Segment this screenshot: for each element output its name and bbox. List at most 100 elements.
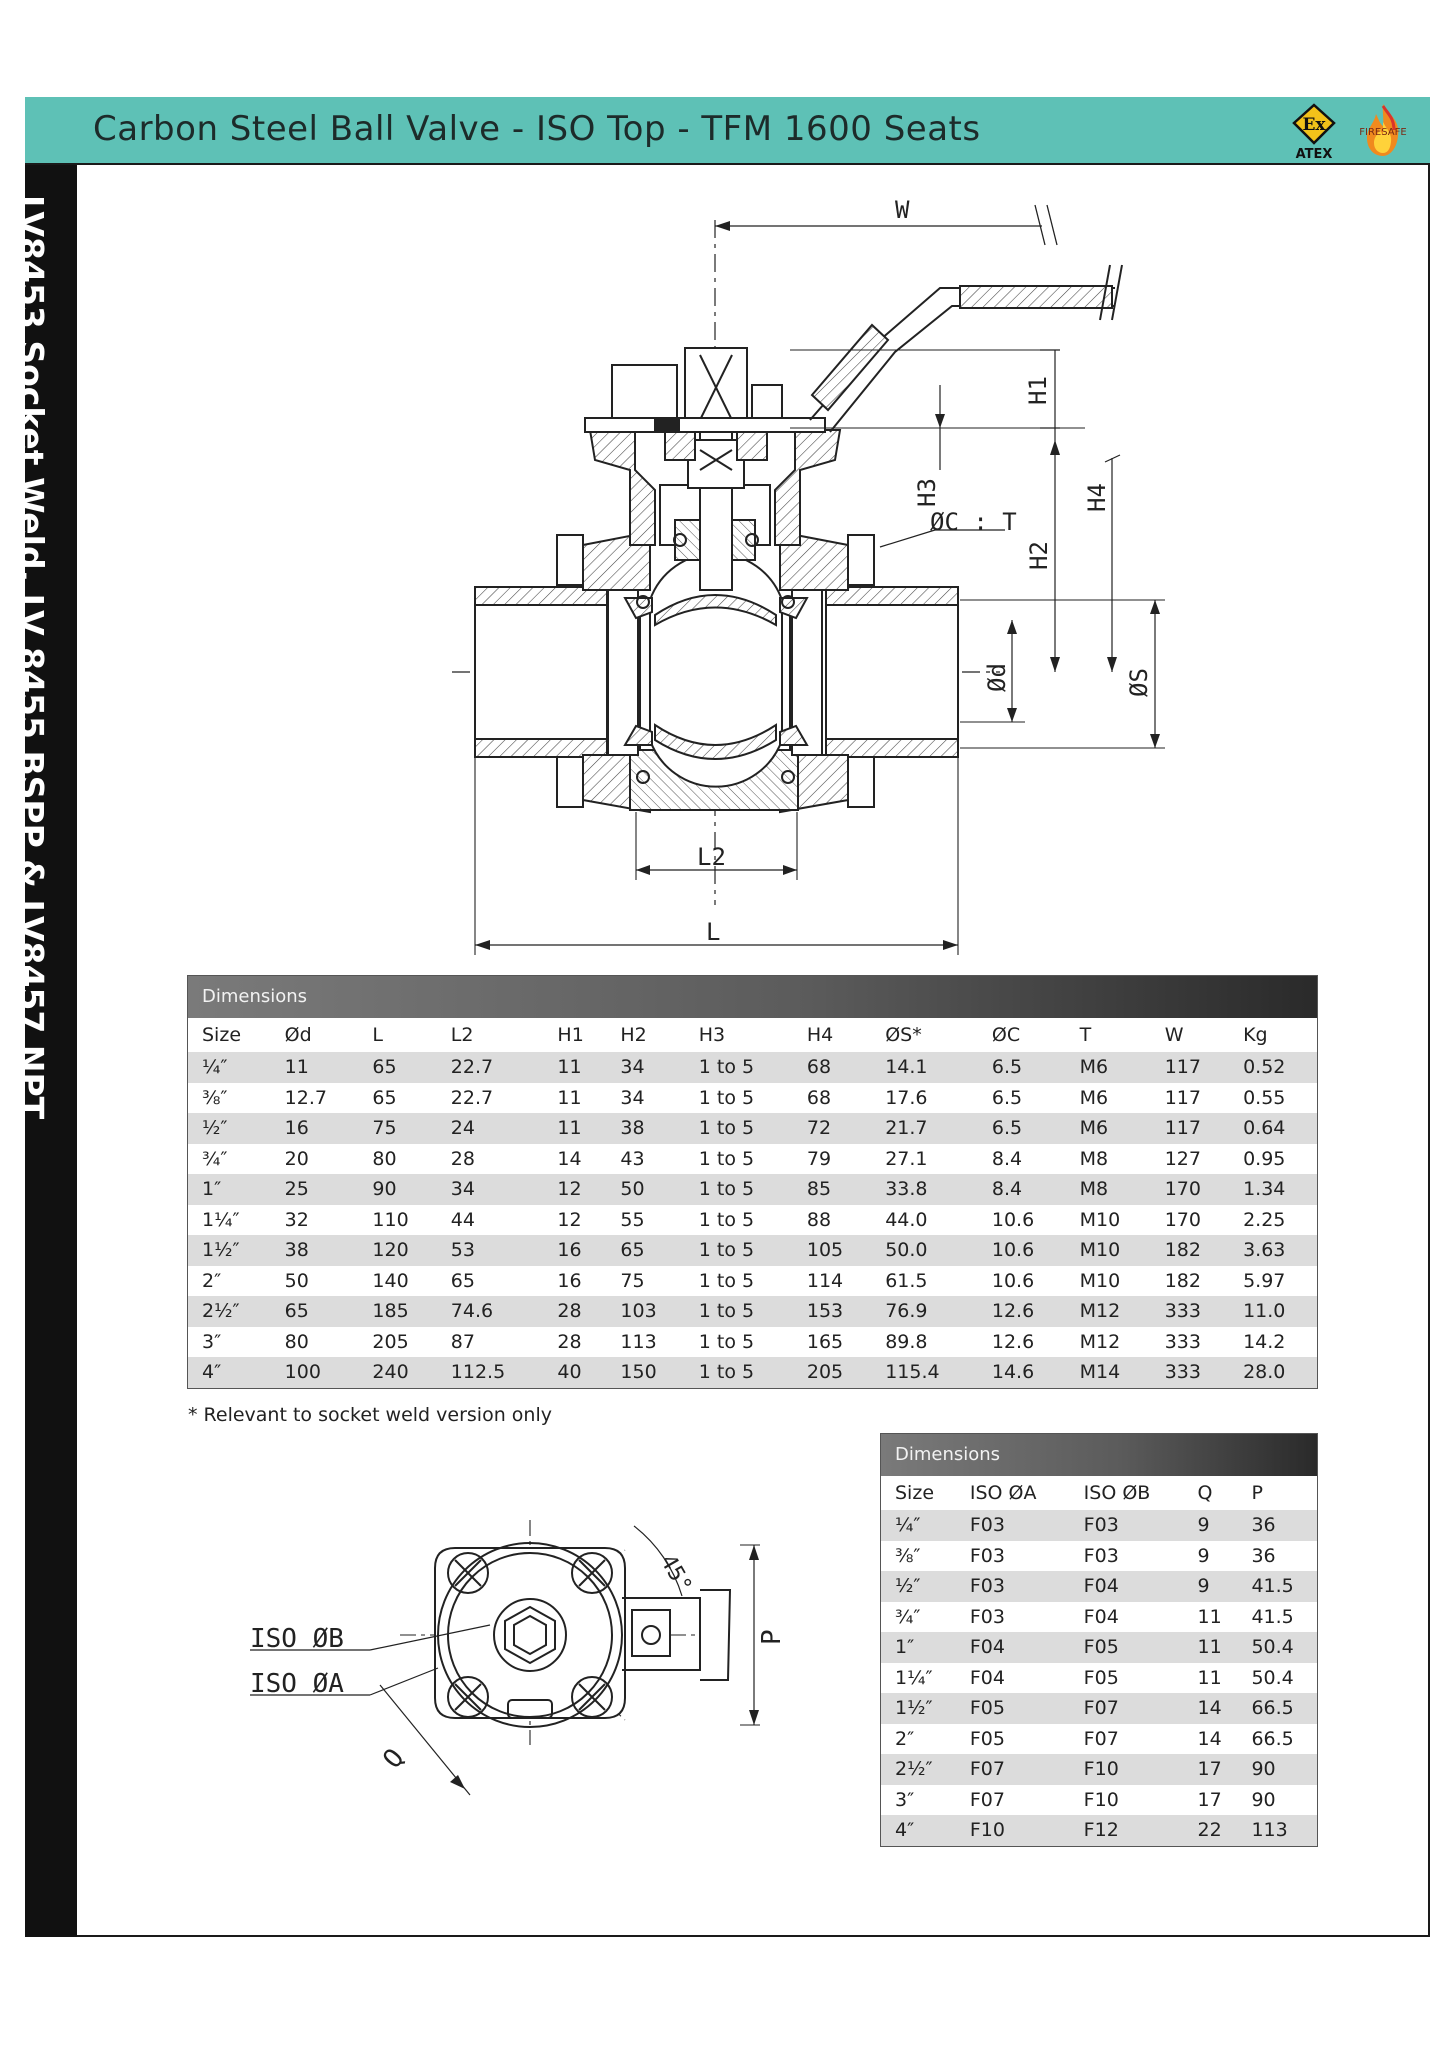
table-cell: 333: [1150, 1357, 1230, 1388]
table-cell: M14: [1065, 1357, 1151, 1388]
table-cell: 36: [1237, 1510, 1317, 1541]
table-cell: 14.6: [977, 1357, 1066, 1388]
table-cell: 105: [792, 1235, 872, 1266]
table-cell: F07: [955, 1784, 1070, 1815]
table-cell: 8.4: [977, 1143, 1066, 1174]
table-cell: 12.6: [977, 1326, 1066, 1357]
table-cell: 66.5: [1237, 1723, 1317, 1754]
table-cell: 10.6: [977, 1265, 1066, 1296]
table-cell: 76.9: [871, 1296, 978, 1327]
table-cell: ⅜″: [188, 1082, 271, 1113]
table-cell: 333: [1150, 1296, 1230, 1327]
table-cell: 25: [270, 1174, 359, 1205]
table-cell: 11: [1183, 1632, 1238, 1663]
header-bar: Carbon Steel Ball Valve - ISO Top - TFM …: [25, 97, 1430, 165]
table-cell: ¼″: [188, 1052, 271, 1083]
table-cell: 16: [543, 1235, 607, 1266]
label-l2: L2: [697, 843, 726, 871]
table-cell: 153: [792, 1296, 872, 1327]
table-cell: F10: [1069, 1754, 1184, 1785]
table-cell: F04: [1069, 1571, 1184, 1602]
table-cell: 1½″: [881, 1693, 956, 1724]
table-cell: F03: [1069, 1540, 1184, 1571]
table-cell: 88: [792, 1204, 872, 1235]
table-cell: 103: [606, 1296, 685, 1327]
table-cell: F04: [955, 1662, 1070, 1693]
table-cell: 165: [792, 1326, 872, 1357]
table-cell: 1 to 5: [684, 1082, 793, 1113]
table-cell: 17: [1183, 1754, 1238, 1785]
table-cell: 1 to 5: [684, 1052, 793, 1083]
table-cell: 1 to 5: [684, 1235, 793, 1266]
label-d: Ød: [983, 663, 1011, 692]
table-cell: 333: [1150, 1326, 1230, 1357]
table-cell: 9: [1183, 1510, 1238, 1541]
table-cell: F03: [955, 1540, 1070, 1571]
table-cell: 11.0: [1229, 1296, 1317, 1327]
table-cell: 114: [792, 1265, 872, 1296]
table-cell: 2½″: [188, 1296, 271, 1327]
column-header: L2: [436, 1018, 544, 1052]
table-cell: 10.6: [977, 1235, 1066, 1266]
firesafe-label: FIRESAFE: [1359, 127, 1406, 138]
table-cell: 2.25: [1229, 1204, 1317, 1235]
iso-top-drawing: ISO ØB ISO ØA 45° P Q: [250, 1520, 787, 1796]
column-header: H1: [543, 1018, 607, 1052]
table-title: Dimensions: [188, 976, 1317, 1018]
table-cell: 14.1: [871, 1052, 978, 1083]
table-cell: 65: [358, 1082, 437, 1113]
table-cell: F05: [955, 1693, 1070, 1724]
table-cell: F03: [1069, 1510, 1184, 1541]
label-iso-b: ISO ØB: [250, 1624, 344, 1654]
table-cell: 12.7: [270, 1082, 359, 1113]
table-cell: F05: [955, 1723, 1070, 1754]
label-w: W: [895, 196, 910, 224]
table-cell: 117: [1150, 1082, 1230, 1113]
table-cell: 205: [358, 1326, 437, 1357]
table-cell: 22: [1183, 1815, 1238, 1846]
table-cell: ½″: [188, 1113, 271, 1144]
table-cell: 1½″: [188, 1235, 271, 1266]
atex-icon: Ex ATEX: [1292, 103, 1336, 161]
table-cell: F05: [1069, 1632, 1184, 1663]
valve-section-drawing: W H1 H3 ØC : T H2 H4 Ød ØS L2 L: [452, 196, 1165, 955]
table-cell: 53: [436, 1235, 544, 1266]
table-cell: 5.97: [1229, 1265, 1317, 1296]
table-cell: 240: [358, 1357, 437, 1388]
table-cell: 90: [358, 1174, 437, 1205]
table-cell: F10: [1069, 1784, 1184, 1815]
table-cell: 4″: [188, 1357, 271, 1388]
table-cell: 24: [436, 1113, 544, 1144]
table-cell: F07: [1069, 1693, 1184, 1724]
table-cell: M10: [1065, 1265, 1151, 1296]
table-cell: F07: [1069, 1723, 1184, 1754]
table-cell: F07: [955, 1754, 1070, 1785]
table-cell: M8: [1065, 1143, 1151, 1174]
table-cell: 205: [792, 1357, 872, 1388]
column-header: Q: [1183, 1476, 1238, 1510]
table-cell: 127: [1150, 1143, 1230, 1174]
table-cell: 75: [358, 1113, 437, 1144]
table-cell: 14: [1183, 1723, 1238, 1754]
table-cell: 120: [358, 1235, 437, 1266]
table-cell: 1 to 5: [684, 1113, 793, 1144]
table-cell: 68: [792, 1082, 872, 1113]
table-cell: 34: [436, 1174, 544, 1205]
table-cell: 79: [792, 1143, 872, 1174]
table-cell: 9: [1183, 1571, 1238, 1602]
table-cell: 50: [606, 1174, 685, 1205]
table-cell: 170: [1150, 1204, 1230, 1235]
table-cell: 182: [1150, 1235, 1230, 1266]
table-cell: 3.63: [1229, 1235, 1317, 1266]
table-cell: 3″: [188, 1326, 271, 1357]
